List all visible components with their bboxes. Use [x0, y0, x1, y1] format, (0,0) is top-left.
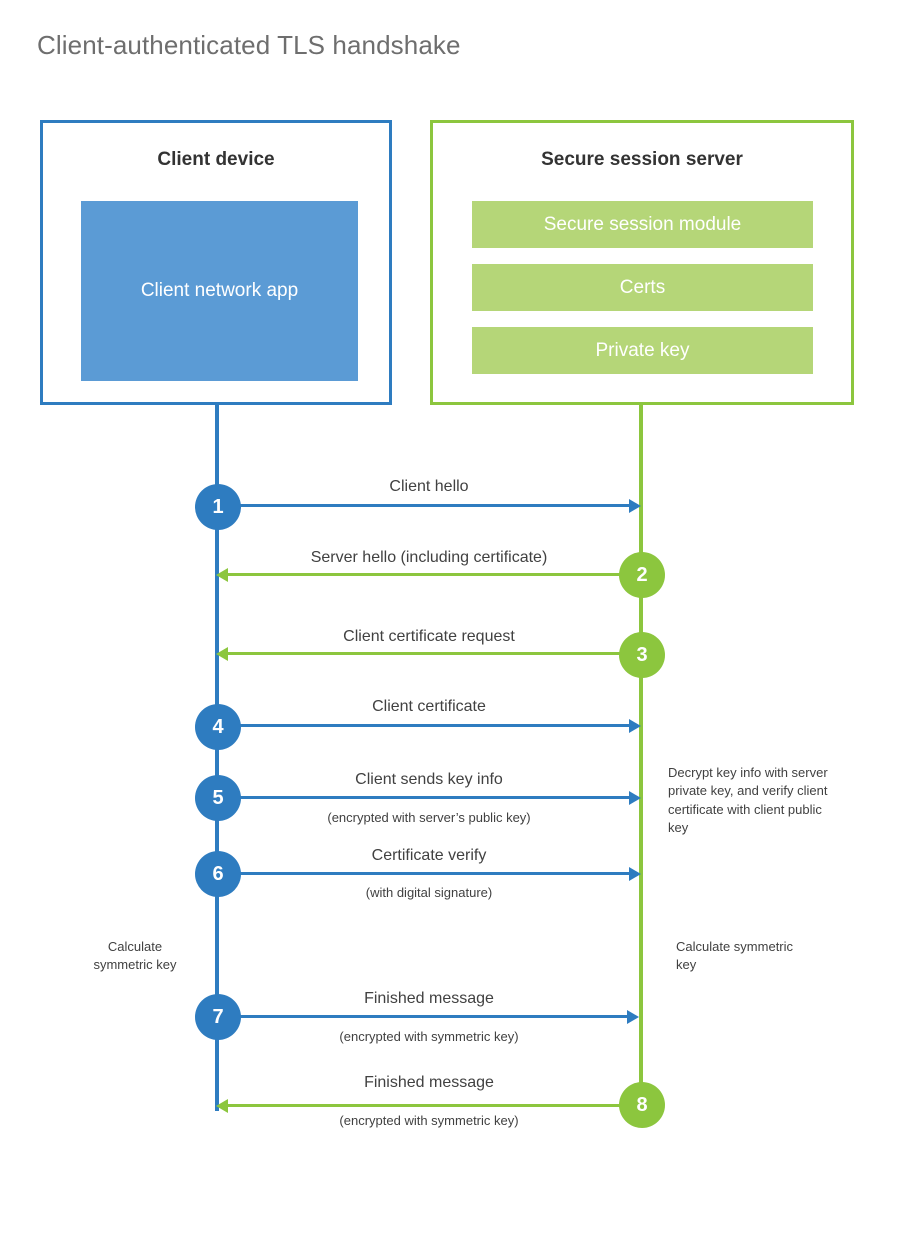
step-8-label: Finished message: [364, 1074, 494, 1091]
step-1-arrow-head-icon: [629, 499, 641, 513]
client-lifeline: [215, 405, 219, 1111]
certs-block: Certs: [472, 264, 813, 311]
server-decrypt-note: Decrypt key info with server private key…: [668, 765, 828, 836]
step-7-circle[interactable]: 7: [195, 994, 241, 1040]
step-6-circle[interactable]: 6: [195, 851, 241, 897]
step-8-circle[interactable]: 8: [619, 1082, 665, 1128]
step-5-arrow-head-icon: [629, 791, 641, 805]
step-5-circle[interactable]: 5: [195, 775, 241, 821]
step-6-label: Certificate verify: [371, 847, 487, 864]
step-5-sublabel: (encrypted with server’s public key): [327, 810, 531, 825]
step-3-arrow-head-icon: [216, 647, 228, 661]
secure-session-server-box: Secure session server Secure session mod…: [430, 120, 854, 405]
step-7-arrow-head-icon: [627, 1010, 639, 1024]
page-title: Client-authenticated TLS handshake: [37, 30, 461, 60]
step-4-circle[interactable]: 4: [195, 704, 241, 750]
step-7-sublabel: (encrypted with symmetric key): [339, 1029, 519, 1044]
step-8-arrow-line: [228, 1104, 626, 1107]
step-4-label: Client certificate: [372, 698, 486, 715]
step-7-arrow-line: [230, 1015, 628, 1018]
step-2-arrow-head-icon: [216, 568, 228, 582]
step-2-arrow-line: [228, 573, 626, 576]
step-5-label: Client sends key info: [355, 771, 503, 788]
client-device-box: Client device Client network app: [40, 120, 392, 405]
server-calculate-symmetric-key-note: Calculate symmetric key: [676, 939, 794, 973]
step-5-arrow-line: [230, 796, 630, 799]
client-network-app-block: Client network app: [81, 201, 358, 381]
step-3-label: Client certificate request: [343, 628, 515, 645]
secure-session-module-block: Secure session module: [472, 201, 813, 248]
step-7-label: Finished message: [364, 990, 494, 1007]
step-2-label: Server hello (including certificate): [310, 549, 548, 566]
secure-session-server-title: Secure session server: [541, 149, 743, 170]
step-8-sublabel: (encrypted with symmetric key): [339, 1113, 519, 1128]
step-6-sublabel: (with digital signature): [365, 885, 493, 900]
step-3-arrow-line: [228, 652, 626, 655]
step-6-arrow-head-icon: [629, 867, 641, 881]
step-6-arrow-line: [230, 872, 630, 875]
server-lifeline: [639, 405, 643, 1106]
client-calculate-symmetric-key-note: Calculate symmetric key: [93, 939, 177, 973]
step-2-circle[interactable]: 2: [619, 552, 665, 598]
private-key-block: Private key: [472, 327, 813, 374]
step-1-label: Client hello: [389, 478, 469, 495]
step-4-arrow-head-icon: [629, 719, 641, 733]
step-3-circle[interactable]: 3: [619, 632, 665, 678]
step-8-arrow-head-icon: [216, 1099, 228, 1113]
step-1-arrow-line: [230, 504, 630, 507]
step-4-arrow-line: [230, 724, 630, 727]
client-device-title: Client device: [157, 149, 275, 170]
step-1-circle[interactable]: 1: [195, 484, 241, 530]
